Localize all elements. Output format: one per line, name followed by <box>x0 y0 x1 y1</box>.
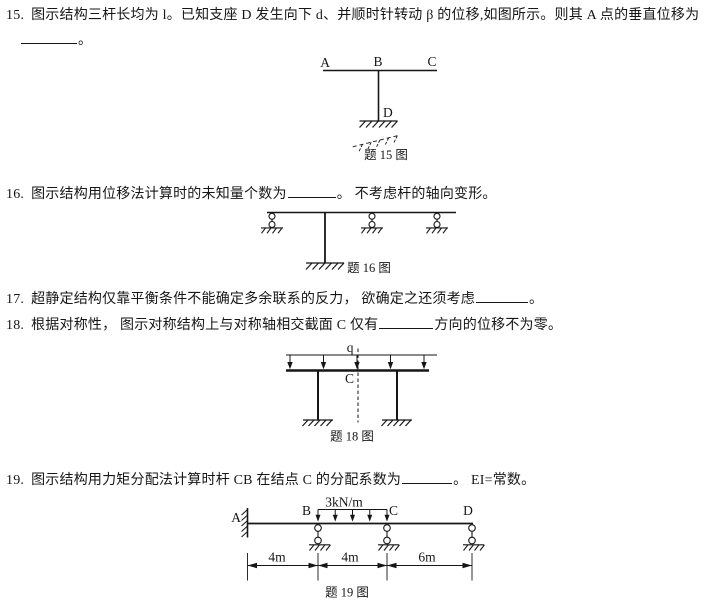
question-17-text: 超静定结构仅靠平衡条件不能确定多余联系的反力， 欲确定之还须考虑 <box>31 292 476 307</box>
fixed-support-right <box>380 419 413 427</box>
node-label-c: C <box>427 54 436 69</box>
question-18: 18. 根据对称性， 图示对称结构上与对称轴相交截面 C 仅有 方向的位移不为零。 <box>6 316 562 334</box>
question-18-after: 方向的位移不为零。 <box>434 318 563 333</box>
figure-caption: 题 19 图 <box>325 586 369 600</box>
node-label-c: C <box>389 503 398 518</box>
question-15-after: 。 <box>78 33 93 48</box>
answer-blank-17 <box>476 290 529 303</box>
pendulum-support-middle <box>360 212 384 234</box>
dimension-label-bc: 4m <box>341 550 359 565</box>
node-label-a: A <box>320 55 330 70</box>
question-16-after: 。 不考虑杆的轴向变形。 <box>336 187 497 202</box>
dimension-label-cd: 6m <box>418 550 436 565</box>
diagram-18: q C 题 18 图 <box>286 340 437 444</box>
question-15-text: 图示结构三杆长均为 l。已知支座 D 发生向下 d、并顺时针转动 β 的位移,如… <box>31 8 700 23</box>
node-label-d: D <box>463 503 473 518</box>
pendulum-support-left <box>260 212 284 234</box>
pendulum-support-c <box>377 524 401 552</box>
question-16-number: 16. <box>6 187 25 202</box>
question-18-number: 18. <box>6 318 25 333</box>
diagram-16: 题 16 图 <box>260 211 456 275</box>
answer-blank-16 <box>287 185 336 198</box>
dimension-extension-lines <box>247 553 473 581</box>
question-15-number: 15. <box>6 8 25 23</box>
question-16: 16. 图示结构用位移法计算时的未知量个数为 。 不考虑杆的轴向变形。 <box>6 185 497 203</box>
answer-blank-19 <box>402 471 453 484</box>
diagram-15: A B C D 题 15 图 <box>320 54 437 162</box>
question-19-text: 图示结构用力矩分配法计算时杆 CB 在结点 C 的分配系数为 <box>31 473 402 488</box>
question-19: 19. 图示结构用力矩分配法计算时杆 CB 在结点 C 的分配系数为 。 EI=常数… <box>6 471 535 489</box>
question-17: 17. 超静定结构仅靠平衡条件不能确定多余联系的反力， 欲确定之还须考虑 。 <box>6 290 543 308</box>
question-18-text: 根据对称性， 图示对称结构上与对称轴相交截面 C 仅有 <box>31 318 379 333</box>
answer-blank-18 <box>379 316 434 329</box>
question-17-after: 。 <box>529 292 544 307</box>
fixed-wall-support-a <box>241 508 249 538</box>
load-value-label: 3kN/m <box>325 495 363 510</box>
displaced-support-icon <box>352 134 401 152</box>
question-16-text: 图示结构用位移法计算时的未知量个数为 <box>31 187 287 202</box>
question-19-number: 19. <box>6 473 25 488</box>
fixed-support-left <box>301 419 334 427</box>
node-label-a: A <box>231 510 241 525</box>
node-label-b: B <box>373 54 382 69</box>
dimension-line <box>247 562 472 569</box>
question-17-number: 17. <box>6 292 25 307</box>
section-label-c: C <box>345 371 354 386</box>
fixed-support <box>305 262 345 271</box>
figure-caption: 题 18 图 <box>330 430 374 444</box>
distributed-load-arrows <box>287 355 427 370</box>
pendulum-support-b <box>308 524 332 552</box>
question-15-blank-line: 。 <box>20 31 92 49</box>
distributed-load-arrows <box>315 509 390 522</box>
pendulum-support-right <box>425 212 449 234</box>
node-label-b: B <box>302 503 311 518</box>
load-label-q: q <box>347 340 354 355</box>
answer-blank-15 <box>21 31 77 44</box>
diagram-19: A B C D 3kN/m <box>231 495 486 600</box>
pendulum-support-d <box>462 524 486 552</box>
node-label-d: D <box>383 105 393 120</box>
dimension-label-ab: 4m <box>268 550 286 565</box>
question-19-after: 。 EI=常数。 <box>453 473 536 488</box>
figure-caption: 题 15 图 <box>364 148 408 162</box>
fixed-support-d <box>358 120 399 129</box>
figure-caption: 题 16 图 <box>347 261 391 275</box>
question-15: 15. 图示结构三杆长均为 l。已知支座 D 发生向下 d、并顺时针转动 β 的位… <box>6 8 699 24</box>
